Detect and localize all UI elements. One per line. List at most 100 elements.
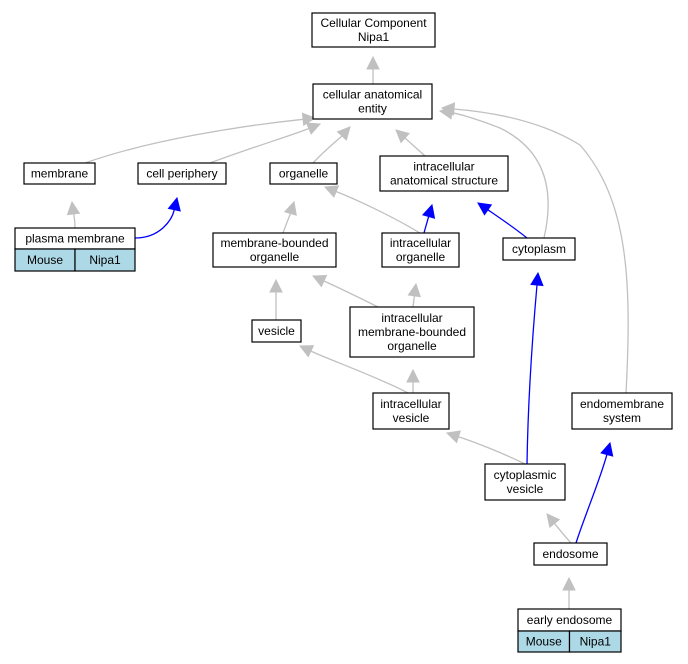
edge-line: [323, 280, 379, 308]
annotation-species: Mouse: [526, 635, 562, 649]
node-endosome[interactable]: endosome: [533, 542, 608, 566]
edge-arrowhead: [477, 202, 493, 216]
node-label: Cellular Component: [320, 16, 427, 30]
node-label: early endosome: [527, 613, 613, 627]
node-label: Nipa1: [358, 30, 390, 44]
edge-endosome-to-endomem: [575, 441, 614, 544]
node-vesicle[interactable]: vesicle: [251, 319, 302, 343]
node-cellperiph[interactable]: cell periphery: [137, 162, 227, 185]
node-label: intracellular: [413, 160, 474, 174]
edge-cytoves-to-intves: [445, 430, 526, 465]
node-label: cellular anatomical: [323, 88, 422, 102]
annotation-species: Mouse: [27, 253, 63, 267]
edge-arrowhead: [311, 274, 328, 288]
edge-intves-to-vesicle: [298, 345, 409, 394]
edge-arrowhead: [305, 122, 322, 135]
node-box: [269, 162, 338, 185]
node-label: endomembrane: [580, 397, 664, 411]
edge-intorg-to-organelle: [323, 185, 421, 234]
edge-line: [451, 112, 549, 239]
annotation-gene: Nipa1: [580, 635, 612, 649]
node-label: anatomical structure: [390, 174, 498, 188]
edge-intves-to-imbo: [406, 368, 420, 394]
edge-imbo-to-intorg: [407, 282, 421, 308]
edge-cellperiph-to-cae: [209, 122, 322, 164]
node-label: organelle: [387, 339, 437, 353]
node-label: vesicle: [507, 482, 544, 496]
edge-mbo-to-organelle: [282, 200, 297, 234]
node-box: [311, 12, 436, 48]
edge-arrowhead: [440, 102, 456, 116]
edge-line: [423, 214, 430, 234]
node-box: [349, 306, 475, 358]
node-box: [23, 162, 96, 185]
node-label: intracellular: [390, 236, 451, 250]
edge-line: [134, 209, 175, 239]
edge-plasmamem-to-membrane: [66, 200, 81, 229]
edge-intorg-to-ias: [421, 203, 436, 234]
node-box: [379, 155, 509, 192]
node-label: endosome: [542, 547, 598, 561]
node-organelle[interactable]: organelle: [269, 162, 338, 185]
edge-ias-to-cae: [395, 129, 426, 157]
node-label: plasma membrane: [25, 232, 125, 246]
edge-arrowhead: [298, 345, 315, 358]
node-membrane[interactable]: membrane: [23, 162, 96, 185]
edge-cae-to-root: [366, 55, 380, 84]
edge-line: [335, 190, 421, 234]
node-label: organelle: [250, 250, 300, 264]
edge-imbo-to-mbo: [311, 274, 379, 308]
node-box: [381, 232, 460, 268]
node-label: cytoplasm: [512, 242, 566, 256]
edge-arrowhead: [323, 185, 340, 198]
node-box: [533, 542, 608, 566]
edge-arrowhead: [366, 55, 380, 70]
node-label: membrane-bounded: [358, 325, 466, 339]
edge-plasmamem-to-cellperiph: [134, 196, 181, 239]
edge-vesicle-to-mbo: [269, 278, 283, 320]
edge-cytoplasm-to-ias: [477, 202, 528, 239]
edge-line: [526, 284, 538, 465]
edge-arrowhead: [445, 430, 462, 444]
edge-arrowhead: [530, 271, 544, 287]
edge-line: [553, 522, 572, 544]
node-label: cytoplasmic: [494, 468, 557, 482]
annotation-gene: Nipa1: [89, 253, 121, 267]
edge-arrowhead: [301, 112, 317, 127]
edge-membrane-to-cae: [84, 112, 317, 164]
edge-endosome-to-cytoves: [546, 513, 572, 544]
node-box: [212, 232, 337, 268]
node-box: [251, 319, 302, 343]
edge-arrowhead: [421, 203, 436, 219]
node-box: [502, 237, 576, 261]
edge-line: [84, 118, 304, 164]
annotation-cell: [74, 248, 136, 272]
node-label: vesicle: [258, 324, 295, 338]
node-cytoplasm[interactable]: cytoplasm: [502, 237, 576, 261]
edge-line: [458, 436, 526, 465]
node-label: organelle: [396, 250, 446, 264]
edge-cytoves-to-cytoplasm: [526, 271, 544, 465]
edge-arrowhead: [283, 200, 297, 216]
edge-line: [453, 108, 629, 394]
node-label: system: [603, 411, 641, 425]
edge-arrowhead: [562, 576, 576, 591]
edge-arrowhead: [269, 278, 283, 293]
edge-arrowhead: [395, 129, 410, 144]
edge-arrowhead: [546, 513, 561, 528]
edge-line: [487, 209, 528, 239]
edge-layer: [66, 55, 629, 609]
